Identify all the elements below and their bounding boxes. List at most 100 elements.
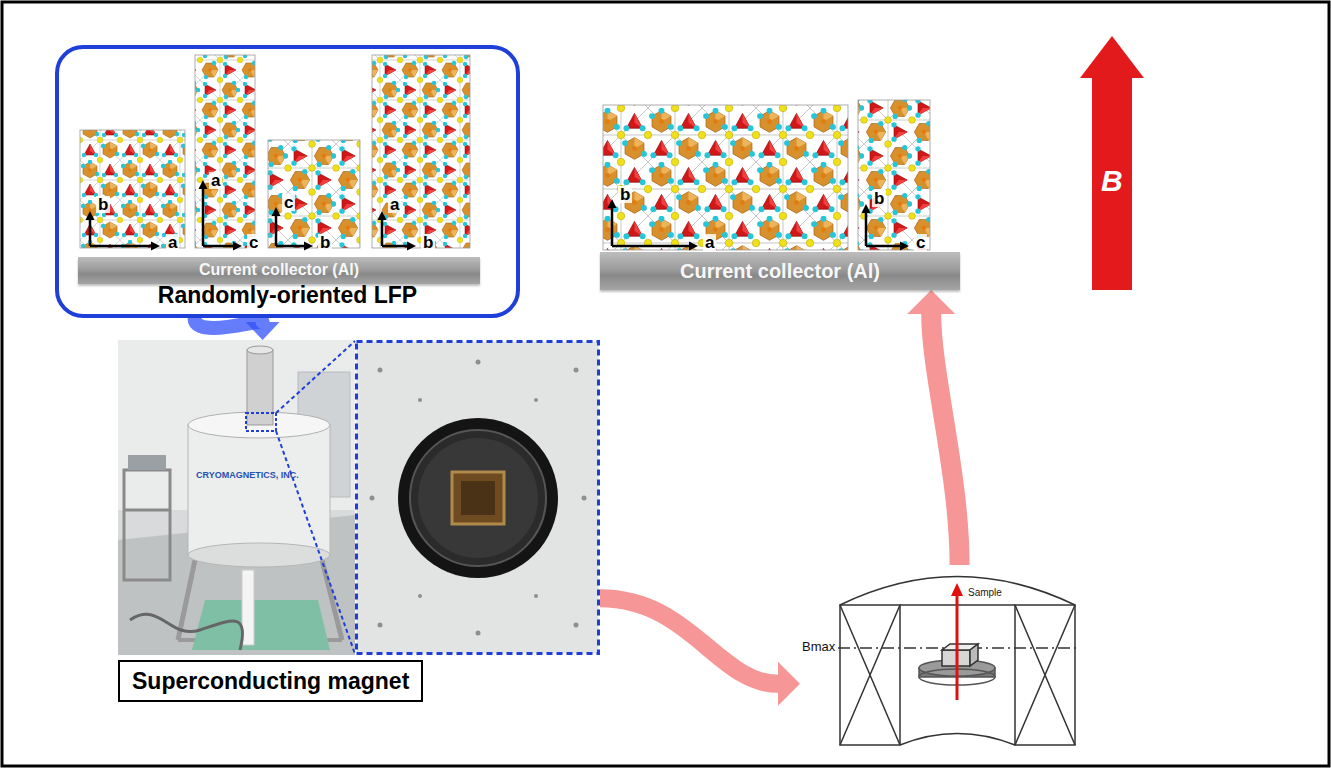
- axis-label: a: [166, 234, 179, 251]
- node-text: Bmax: [802, 640, 835, 655]
- magnet-schematic-part: [956, 594, 959, 700]
- axis-label: c: [282, 194, 295, 211]
- magnet-photo-part: [410, 430, 546, 566]
- magnet-photo-part-part: [418, 398, 422, 402]
- crystal-structures-part: [80, 130, 185, 248]
- flow-arrow: [907, 290, 959, 565]
- field-arrow-part: [1080, 36, 1144, 78]
- magnet-photo-part-part: [378, 368, 383, 373]
- magnet-photo-part: [247, 346, 273, 354]
- axis-arrows-part: [90, 245, 152, 248]
- brand-label: CRYOMAGNETICS, INC.: [196, 470, 299, 480]
- magnet-photo-part-part: [476, 631, 481, 636]
- crystal-structures-part: [858, 100, 930, 250]
- magnet-photo-part: [188, 425, 330, 555]
- magnet-schematic-part: [970, 644, 978, 666]
- axis-arrows-part: [866, 245, 901, 248]
- crystal-structures-part: [195, 55, 255, 248]
- node-text: Superconducting magnet: [118, 660, 423, 702]
- magnet-photo-part-part: [574, 368, 579, 373]
- axis-arrows-part: [407, 242, 416, 251]
- magnet-photo-part: [370, 360, 587, 636]
- magnet-photo-part: [188, 543, 330, 567]
- magnet-photo-part-part: [574, 623, 579, 628]
- axis-arrows-part: [276, 245, 305, 248]
- magnet-photo-part-part: [534, 398, 538, 402]
- magnet-schematic-part: [840, 605, 900, 745]
- axis-arrows-part: [275, 215, 278, 246]
- axis-label: b: [421, 234, 435, 251]
- axis-arrows-part: [199, 180, 208, 189]
- magnet-photo-part: [418, 438, 538, 558]
- magnet-photo-part: [247, 350, 273, 425]
- node-text: Sample: [968, 587, 1002, 599]
- magnet-photo-part: [452, 472, 504, 524]
- axis-arrows: [86, 180, 910, 251]
- axis-label: a: [703, 234, 716, 251]
- magnet-photo-part: [178, 560, 195, 640]
- axis-label: b: [318, 234, 332, 251]
- magnet-photo-part-part: [418, 594, 422, 598]
- field-arrow-part: [1092, 75, 1132, 290]
- axis-arrows-part: [272, 207, 281, 216]
- crystal-structures-part: [268, 140, 360, 248]
- axis-arrows-part: [233, 242, 242, 251]
- field-arrow: [1080, 36, 1144, 290]
- axis-arrows-part: [612, 245, 690, 248]
- magnet-schematic-part: [840, 605, 900, 745]
- arrow-head: [778, 662, 800, 706]
- axis-arrows-part: [203, 245, 234, 248]
- axis-label: b: [872, 190, 886, 207]
- magnet-photo-part: [124, 470, 170, 580]
- axis-arrows-part: [382, 245, 408, 248]
- magnet-photo-part-part: [582, 496, 587, 501]
- axis-label: c: [914, 234, 927, 251]
- axis-arrows-part: [865, 212, 868, 246]
- node-text: Current collector (Al): [199, 261, 359, 279]
- magnet-schematic-part: [1015, 605, 1075, 745]
- magnet-schematic-box: SampleBmax: [800, 565, 1080, 763]
- axis-label: b: [618, 186, 632, 203]
- crystal-structures: [80, 55, 930, 250]
- node-text: Randomly-oriented LFP: [158, 282, 417, 308]
- magnet-photo-part: [398, 418, 558, 578]
- arrow-head: [246, 322, 280, 340]
- arrow-head: [907, 290, 955, 314]
- field-label: B: [1101, 166, 1123, 196]
- magnet-photo-part-part: [378, 623, 383, 628]
- axis-arrows-part: [304, 242, 313, 251]
- magnet-photo-box: Superconducting magnet: [118, 340, 600, 655]
- sample-panel: Randomly-oriented LFP Current collector (…: [55, 45, 520, 318]
- magnet-photo-part: [357, 342, 599, 654]
- axis-arrows-part: [381, 219, 384, 246]
- magnet-photo: [118, 340, 599, 655]
- current-collector-bar: Current collector (Al): [600, 252, 960, 290]
- magnet-photo-part: [461, 481, 495, 515]
- magnet-schematic: [838, 577, 1078, 746]
- axis-arrows-part: [378, 211, 387, 220]
- axis-label: c: [247, 234, 260, 251]
- axis-label: a: [209, 172, 222, 189]
- magnet-photo-part-part: [370, 496, 375, 501]
- axis-arrows-part: [611, 207, 614, 246]
- magnet-schematic-part: [951, 583, 963, 596]
- magnet-photo-part: [124, 509, 170, 512]
- crystal-structures-part: [372, 55, 470, 248]
- axis-arrows-part: [89, 219, 92, 246]
- magnet-schematic-part: [900, 734, 1015, 746]
- crystal-structures-part: [603, 105, 848, 250]
- flow-arrow: [195, 318, 280, 340]
- axis-arrows-part: [608, 199, 617, 208]
- axis-arrows-part: [900, 242, 909, 251]
- magnet-photo-part: [118, 340, 355, 655]
- magnet-schematic-part: [1015, 605, 1075, 745]
- magnet-photo-part: [246, 413, 276, 431]
- current-collector-bar: Current collector (Al): [78, 257, 480, 284]
- axis-arrows-part: [689, 242, 698, 251]
- node-text: Current collector (Al): [680, 260, 880, 283]
- axis-label: b: [96, 196, 110, 213]
